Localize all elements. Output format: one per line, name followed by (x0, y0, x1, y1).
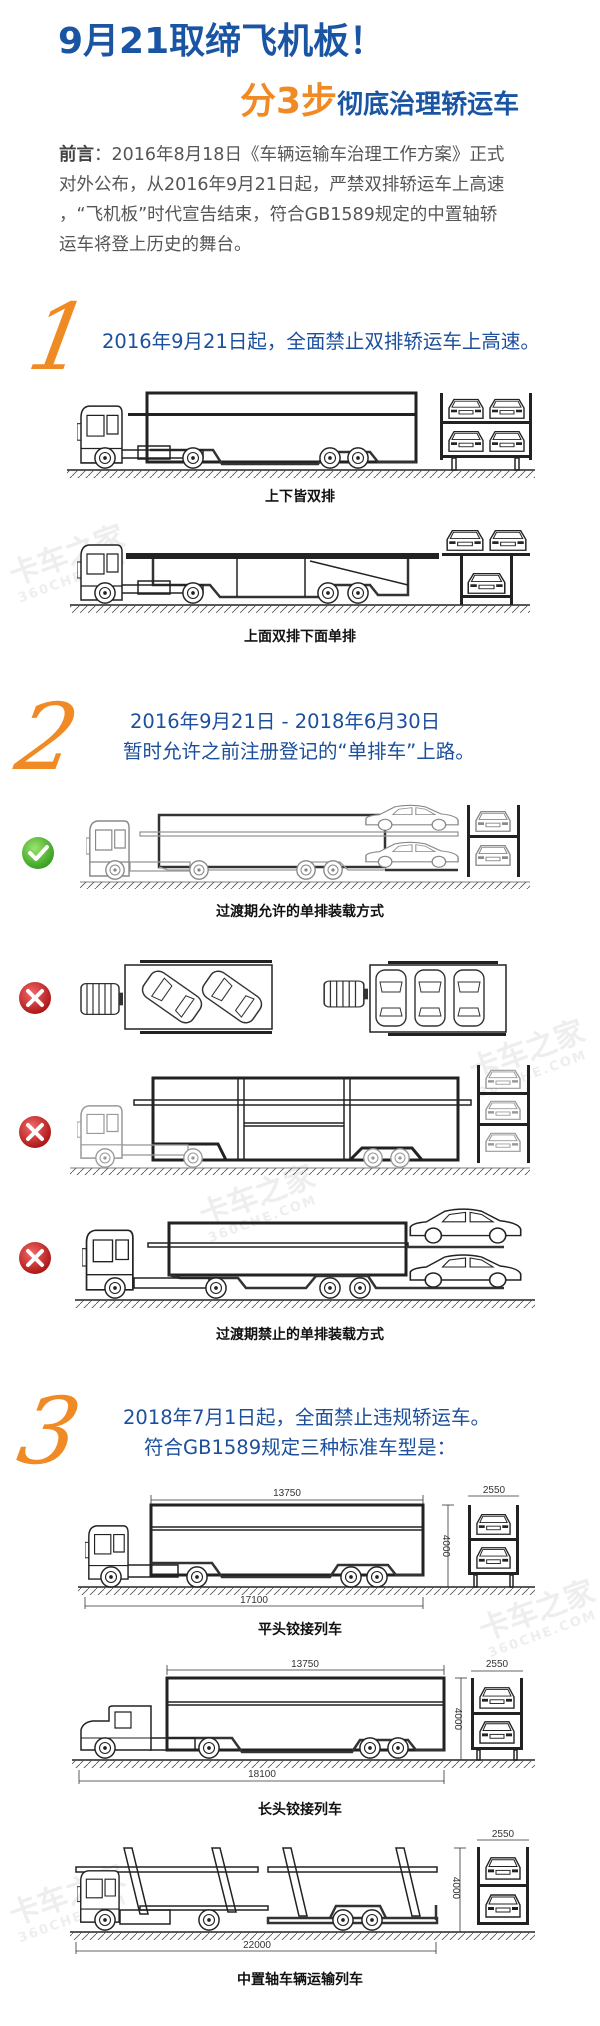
intro-line: ，“飞机板”时代宣告结束，符合GB1589规定的中置轴轿 (59, 205, 498, 225)
height-label: 4000 (440, 1535, 451, 1558)
step-heading: 符合GB1589规定三种标准车型是： (144, 1436, 457, 1459)
height-dimension: 4000 (450, 1847, 466, 1932)
total-length-dimension: 22000 (75, 1940, 437, 1954)
intro-paragraph: 前言：2016年8月18日《车辆运输车治理工作方案》正式 对外公布，从2016年… (59, 140, 559, 260)
total-length-dimension: 18100 (78, 1769, 445, 1784)
rear-view (440, 393, 532, 471)
rear-overhang-carrier-figure (75, 1208, 535, 1308)
allowed-single-row-figure (80, 804, 530, 889)
figure-caption: 上面双排下面单排 (244, 629, 356, 645)
rear-view: 2550 (468, 1485, 519, 1588)
intro-label: 前言 (59, 145, 94, 165)
figure-caption: 过渡期允许的单排装载方式 (216, 904, 384, 920)
width-label: 2550 (492, 1830, 515, 1840)
length-label: 13750 (291, 1660, 319, 1670)
check-icon (22, 837, 54, 869)
long-nose-articulated-train-figure: 13750 18100 4000 2550 (72, 1660, 535, 1784)
rear-view (477, 1065, 530, 1163)
step-heading: 2016年9月21日 - 2018年6月30日 (130, 710, 441, 733)
step-number: 2 (8, 684, 87, 791)
height-dimension: 4000 (440, 1504, 454, 1587)
total-length-label: 17100 (240, 1595, 268, 1606)
cross-icon (19, 982, 51, 1014)
step-number: 1 (20, 284, 99, 391)
page-title: 9月21取缔飞机板！ (58, 21, 386, 62)
rear-view: 2550 (471, 1660, 523, 1761)
center-axle-car-transporter-figure: 22000 4000 2550 (70, 1830, 535, 1954)
figure-caption: 平头铰接列车 (258, 1622, 342, 1638)
length-dimension: 13750 (150, 1488, 424, 1505)
length-label: 13750 (273, 1488, 301, 1499)
rear-view (442, 529, 530, 605)
rear-view: 2550 (477, 1830, 529, 1925)
height-label: 4000 (450, 1877, 461, 1900)
intro-line: ：2016年8月18日《车辆运输车治理工作方案》正式 (94, 145, 505, 165)
triple-deck-carrier-figure (70, 1065, 530, 1175)
step-heading: 暂时允许之前注册登记的“单排车”上路。 (123, 740, 475, 763)
figure-caption: 中置轴车辆运输列车 (237, 1972, 363, 1988)
flat-head-articulated-train-figure: 13750 17100 4000 2550 (78, 1485, 535, 1609)
mixed-row-carrier-figure (70, 529, 530, 613)
cross-icon (19, 1242, 51, 1274)
figure-caption: 上下皆双排 (265, 489, 335, 505)
figure-caption: 过渡期禁止的单排装载方式 (216, 1327, 384, 1343)
subtitle-rest: 彻底治理轿运车 (337, 90, 520, 120)
total-length-label: 22000 (243, 1940, 271, 1951)
total-length-dimension: 17100 (84, 1595, 424, 1609)
intro-line: 对外公布，从2016年9月21日起，严禁双排轿运车上高速 (59, 175, 505, 195)
cross-icon (19, 1116, 51, 1148)
intro-line: 运车将登上历史的舞台。 (59, 235, 252, 255)
width-label: 2550 (486, 1660, 509, 1670)
step-number: 3 (10, 1378, 89, 1485)
step-heading: 2016年9月21日起，全面禁止双排轿运车上高速。 (102, 330, 540, 353)
height-dimension: 4000 (452, 1677, 467, 1760)
height-label: 4000 (452, 1708, 463, 1731)
figure-caption: 长头铰接列车 (258, 1802, 342, 1818)
total-length-label: 18100 (248, 1769, 276, 1780)
length-dimension: 13750 (166, 1660, 445, 1675)
diagonal-loading-top-view-figure (80, 960, 507, 1036)
double-row-carrier-figure (67, 391, 535, 478)
page-subtitle: 分3步彻底治理轿运车 (240, 72, 519, 124)
width-label: 2550 (483, 1485, 506, 1496)
rear-view (467, 805, 520, 877)
step-heading: 2018年7月1日起，全面禁止违规轿运车。 (123, 1406, 490, 1429)
subtitle-highlight: 分3步 (240, 81, 338, 122)
